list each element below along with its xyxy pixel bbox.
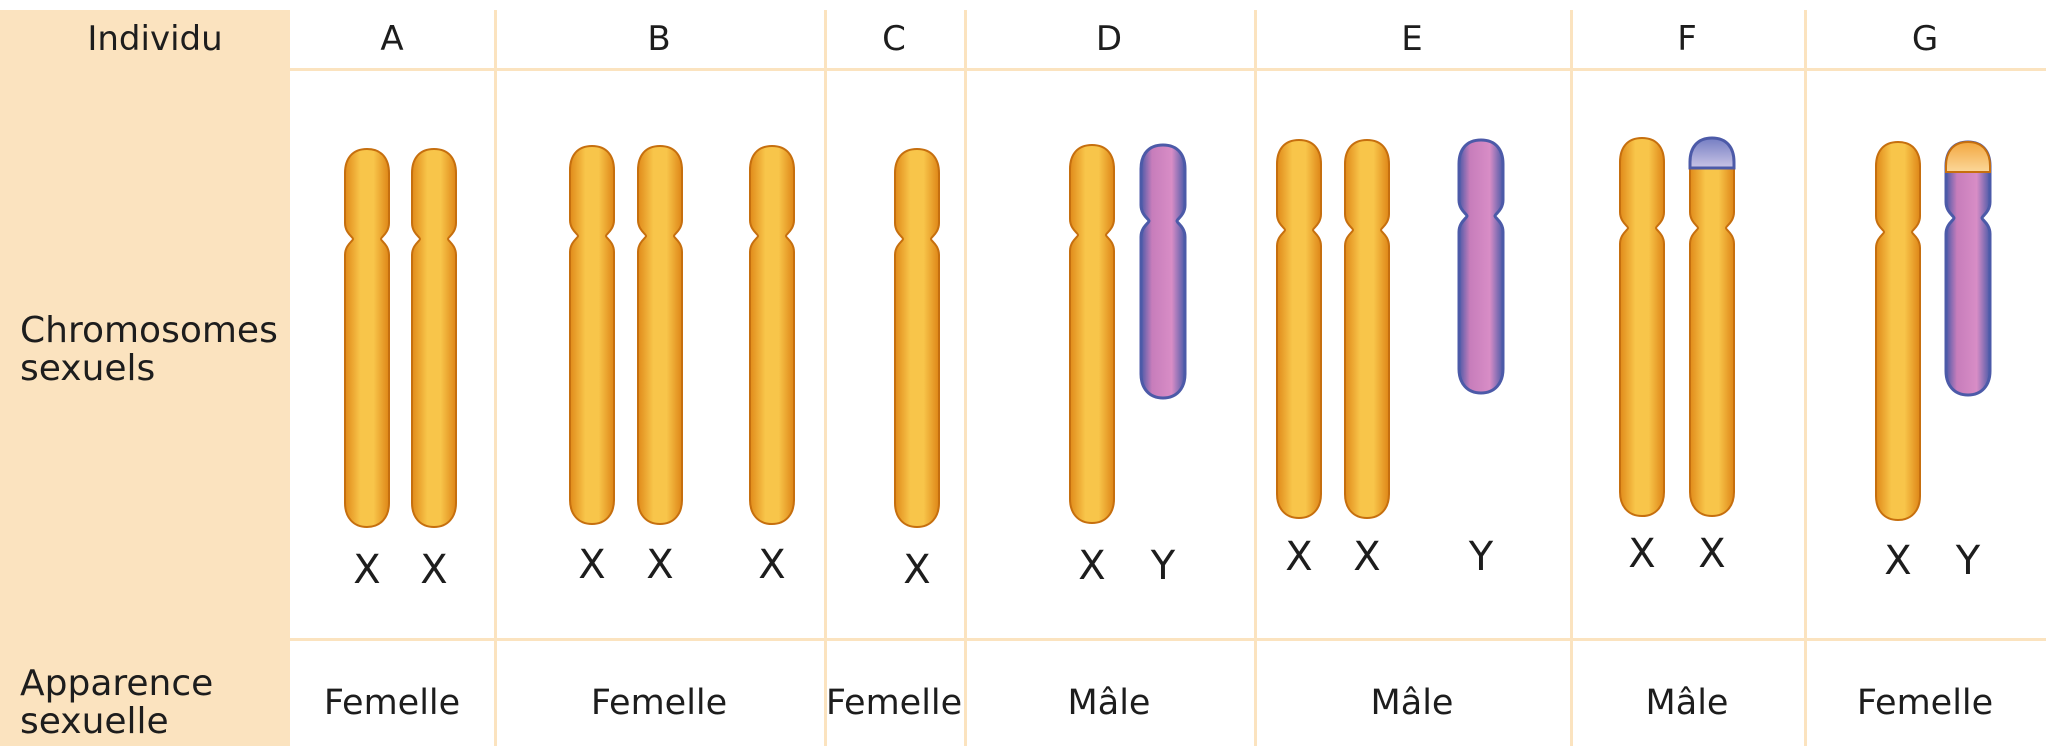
chromosome-label: X bbox=[1868, 541, 1928, 581]
x-chromosome bbox=[1343, 138, 1391, 520]
chromosome-label: X bbox=[630, 545, 690, 585]
chromosome-label: X bbox=[1062, 546, 1122, 586]
chromosome-label: X bbox=[742, 545, 802, 585]
header-individual-e: E bbox=[1254, 10, 1570, 68]
chromosome-label: X bbox=[1269, 537, 1329, 577]
header-separator bbox=[290, 68, 2046, 71]
chromosome-label: X bbox=[562, 545, 622, 585]
chromosome-label: X bbox=[1682, 534, 1742, 574]
appearance-g: Femelle bbox=[1804, 660, 2046, 746]
x-chromosome bbox=[748, 144, 796, 526]
appearance-a: Femelle bbox=[290, 660, 494, 746]
x-chromosome bbox=[893, 147, 941, 529]
appearance-c: Femelle bbox=[824, 660, 964, 746]
appearance-f: Mâle bbox=[1570, 660, 1804, 746]
header-individual-d: D bbox=[964, 10, 1254, 68]
header-individual-f: F bbox=[1570, 10, 1804, 68]
chromosome-label: X bbox=[1612, 534, 1672, 574]
chromosome-label: Y bbox=[1938, 541, 1998, 581]
x-chromosome bbox=[1275, 138, 1323, 520]
chromosome-label: Y bbox=[1451, 537, 1511, 577]
x-chromosome-with-y-segment bbox=[1688, 136, 1736, 518]
x-chromosome bbox=[1068, 143, 1116, 525]
x-chromosome bbox=[1874, 140, 1922, 522]
column-divider bbox=[1570, 10, 1573, 746]
column-divider bbox=[964, 10, 967, 746]
x-chromosome bbox=[636, 144, 684, 526]
header-individual-a: A bbox=[290, 10, 494, 68]
x-chromosome bbox=[410, 147, 458, 529]
header-individual-b: B bbox=[494, 10, 824, 68]
chromosome-label: X bbox=[1337, 537, 1397, 577]
chromosome-label: X bbox=[404, 550, 464, 590]
column-divider bbox=[1804, 10, 1807, 746]
x-chromosome bbox=[343, 147, 391, 529]
appearance-row-label: Apparence sexuelle bbox=[0, 660, 290, 746]
chromosome-label: X bbox=[887, 550, 947, 590]
x-chromosome bbox=[568, 144, 616, 526]
header-row-label: Individu bbox=[0, 10, 290, 68]
column-divider bbox=[1254, 10, 1257, 746]
chromosome-label: Y bbox=[1133, 546, 1193, 586]
appearance-e: Mâle bbox=[1254, 660, 1570, 746]
x-chromosome bbox=[1618, 136, 1666, 518]
column-divider bbox=[824, 10, 827, 746]
chromosomes-row-label: Chromosomes sexuels bbox=[0, 300, 290, 400]
appearance-d: Mâle bbox=[964, 660, 1254, 746]
appearance-separator bbox=[290, 638, 2046, 641]
y-chromosome-with-x-segment bbox=[1944, 140, 1992, 397]
appearance-b: Femelle bbox=[494, 660, 824, 746]
y-chromosome bbox=[1139, 143, 1187, 400]
header-individual-g: G bbox=[1804, 10, 2046, 68]
chromosome-label: X bbox=[337, 550, 397, 590]
header-individual-c: C bbox=[824, 10, 964, 68]
column-divider bbox=[494, 10, 497, 746]
y-chromosome bbox=[1457, 138, 1505, 395]
